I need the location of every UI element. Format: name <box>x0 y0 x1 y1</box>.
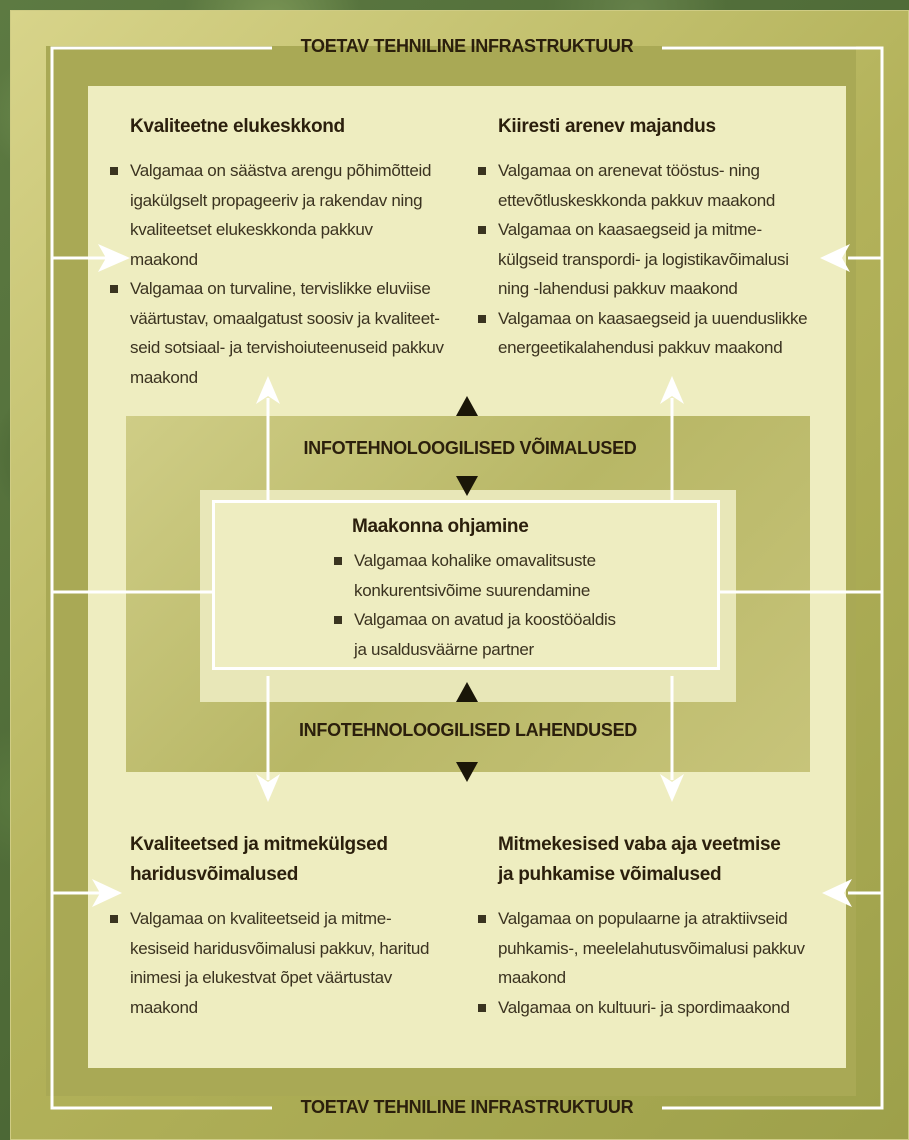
list-item: Valgamaa on kultuuri- ja spordimaakond <box>476 993 836 1023</box>
arrowhead-left-bottom <box>92 879 122 907</box>
list-item: Valgamaa on turvaline, tervislikke eluvi… <box>108 274 468 392</box>
list-item: Valgamaa on säästva arengu põhimõtteid i… <box>108 156 468 274</box>
bullet-icon <box>478 1003 486 1012</box>
list-item: Valgamaa on kvaliteetseid ja mitme- kesi… <box>108 904 468 1022</box>
frame-label-bottom: TOETAV TEHNILINE INFRASTRUKTUUR <box>300 1097 634 1117</box>
arrowhead-up-right <box>660 376 684 404</box>
living-environment-list: Valgamaa on säästva arengu põhimõtteid i… <box>108 156 468 392</box>
frame-line-left <box>50 46 272 1110</box>
list-item: Valgamaa on arenevat tööstus- ning ettev… <box>476 156 826 215</box>
governance-list: Valgamaa kohalike omavalitsuste konkuren… <box>332 546 702 664</box>
list-item: Valgamaa on populaarne ja atraktiivseid … <box>476 904 836 993</box>
bullet-icon <box>478 226 486 234</box>
list-item: Valgamaa on avatud ja koostööaldis ja us… <box>332 605 702 664</box>
education-list: Valgamaa on kvaliteetseid ja mitme- kesi… <box>108 904 468 1022</box>
bullet-icon <box>334 557 342 565</box>
bullet-icon <box>478 167 486 175</box>
bullet-icon <box>110 915 118 923</box>
list-item: Valgamaa on kaasaegseid ja mitme- külgse… <box>476 215 826 304</box>
list-item: Valgamaa kohalike omavalitsuste konkuren… <box>332 546 702 605</box>
quadrant-title-leisure: Mitmekesised vaba aja veetmise ja puhkam… <box>498 834 781 885</box>
list-item: Valgamaa on kaasaegseid ja uuenduslikke … <box>476 304 826 363</box>
bullet-icon <box>110 167 118 175</box>
arrowhead-right-bottom <box>822 879 852 907</box>
triangle-down-top <box>456 476 478 496</box>
arrowhead-right-top <box>820 244 850 272</box>
quadrant-title-living-environment: Kvaliteetne elukeskkond <box>130 116 345 137</box>
it-opportunities-label: INFOTEHNOLOOGILISED VÕIMALUSED <box>303 438 637 458</box>
bullet-icon <box>334 616 342 624</box>
it-solutions-label: INFOTEHNOLOOGILISED LAHENDUSED <box>298 720 637 740</box>
quadrant-title-economy: Kiiresti arenev majandus <box>498 116 716 137</box>
leisure-list: Valgamaa on populaarne ja atraktiivseid … <box>476 904 836 1022</box>
frame-label-top: TOETAV TEHNILINE INFRASTRUKTUUR <box>300 36 634 56</box>
bullet-icon <box>478 915 486 923</box>
triangle-up-top <box>456 396 478 416</box>
arrowhead-left-top <box>98 244 130 272</box>
triangle-up-bottom <box>456 682 478 702</box>
arrowhead-up-left <box>256 376 280 404</box>
bullet-icon <box>110 285 118 293</box>
center-title: Maakonna ohjamine <box>352 516 529 537</box>
frame-line-right <box>662 46 884 1110</box>
arrowhead-down-right <box>660 774 684 802</box>
center-box <box>212 500 720 670</box>
economy-list: Valgamaa on arenevat tööstus- ning ettev… <box>476 156 826 363</box>
arrowhead-down-left <box>256 774 280 802</box>
triangle-down-bottom <box>456 762 478 782</box>
quadrant-title-education: Kvaliteetsed ja mitmekülgsed haridusvõim… <box>130 834 388 885</box>
bullet-icon <box>478 314 486 323</box>
